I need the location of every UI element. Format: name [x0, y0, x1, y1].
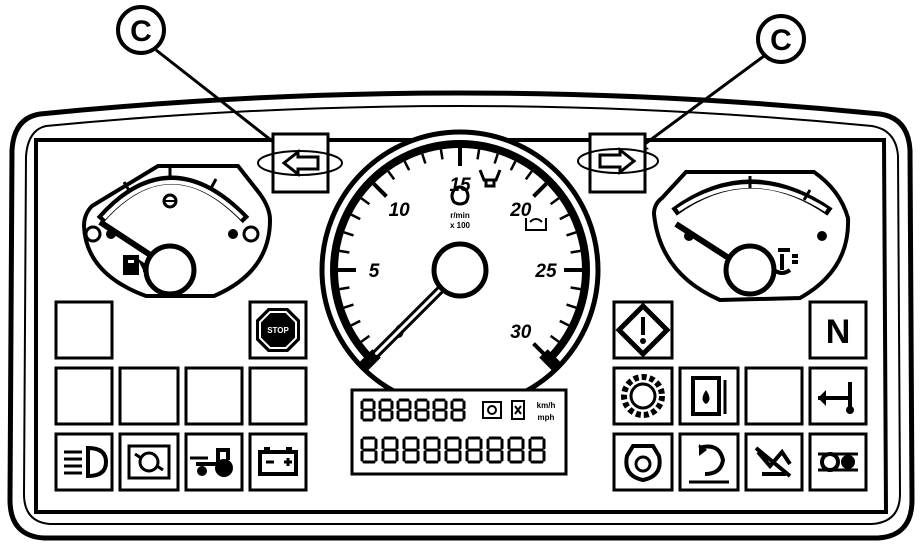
tachometer-tick	[532, 182, 548, 198]
turn-signal-left	[257, 132, 343, 194]
tachometer-tick	[339, 286, 350, 291]
lcd-gear-icon	[511, 400, 525, 420]
lcd-top-digits	[360, 398, 466, 422]
brake-gear-icon	[621, 374, 665, 418]
neutral-indicator	[808, 300, 868, 360]
tachometer-tick	[350, 319, 361, 327]
lcd-bottom-digits	[360, 436, 546, 464]
tachometer-unit-top: r/min	[450, 211, 470, 220]
hydraulic-oil-icon	[691, 376, 727, 416]
fuel-gauge	[81, 164, 273, 298]
left-indicators	[54, 300, 308, 492]
tachometer-tick	[570, 286, 581, 291]
tachometer-tick	[476, 149, 481, 160]
stop-sign-icon: STOP	[256, 308, 300, 352]
pto-engaged-icon	[689, 444, 729, 484]
coolant-temperature-icon	[772, 248, 798, 275]
tachometer-tick	[387, 170, 396, 181]
neutral-letter: N	[826, 313, 851, 351]
tachometer-unit-bottom: x 100	[450, 221, 471, 230]
fuel-pump-icon	[123, 255, 145, 275]
tachometer-tick	[343, 303, 354, 309]
four-wheel-drive-icon	[818, 452, 858, 472]
pto-speed-icon	[525, 218, 547, 231]
tachometer-tick	[403, 160, 411, 171]
warning-diamond-icon	[615, 302, 671, 358]
tachometer-tick	[509, 160, 517, 171]
callout-left-letter: C	[130, 15, 152, 48]
left-turn-arrow-icon	[281, 148, 320, 178]
callout-right-letter: C	[770, 24, 792, 57]
right-indicator-blank	[744, 366, 804, 426]
tachometer-tick	[549, 197, 560, 206]
tachometer: 051015202530 r/min x 100	[319, 129, 601, 411]
tachometer-label: 25	[534, 261, 557, 282]
left-indicator-blank-1	[54, 366, 114, 426]
steering-wheel-icon	[127, 444, 171, 480]
tachometer-tick	[439, 149, 444, 160]
tachometer-tick	[421, 153, 427, 164]
turn-signal-right	[577, 132, 659, 194]
lcd-unit-top: km/h	[537, 401, 556, 410]
tachometer-scale-arc	[330, 140, 590, 362]
coolant-gauge	[651, 170, 851, 303]
air-filter-icon	[624, 444, 662, 483]
tachometer-tick	[360, 334, 371, 343]
stop-sign-label: STOP	[267, 326, 289, 335]
right-turn-arrow-icon	[598, 146, 637, 176]
tachometer-end-cap	[539, 349, 564, 374]
tachometer-tick	[566, 231, 577, 237]
battery-icon	[258, 447, 298, 476]
left-indicator-blank-2	[118, 366, 180, 426]
tachometer-label: 5	[369, 261, 380, 282]
tachometer-label: 10	[389, 200, 411, 221]
tachometer-tick	[559, 319, 570, 327]
callout-left: C	[116, 5, 296, 160]
tachometer-tick	[339, 249, 350, 254]
pto-indicator-icon	[478, 169, 502, 188]
lcd-display: km/h mph	[350, 388, 568, 476]
tachometer-tick	[566, 303, 577, 309]
tachometer-tick	[549, 334, 560, 343]
tachometer-tick	[524, 170, 533, 181]
tachometer-tick	[372, 182, 388, 198]
tachometer-rpm-icon: r/min x 100	[450, 185, 471, 230]
tachometer-tick	[493, 153, 499, 164]
left-indicator-blank-3	[184, 366, 244, 426]
neutral-indicator-icon: N	[826, 313, 851, 351]
tachometer-label: 30	[510, 322, 532, 343]
coolant-level-icon	[818, 382, 854, 414]
transmission-icon	[754, 446, 792, 478]
tachometer-label: 20	[509, 200, 532, 221]
callout-right: C	[628, 14, 806, 156]
tractor-icon	[190, 448, 233, 477]
tachometer-tick	[570, 249, 581, 254]
tachometer-tick	[559, 213, 570, 221]
left-indicator-blank-4	[248, 366, 308, 426]
tachometer-tick	[350, 213, 361, 221]
tachometer-tick	[343, 231, 354, 237]
lcd-pto-icon	[482, 401, 502, 419]
tachometer-scale	[330, 140, 590, 374]
headlight-icon	[64, 445, 109, 479]
lcd-unit-bottom: mph	[538, 413, 555, 422]
left-indicator-blank-top	[54, 300, 114, 360]
tachometer-tick	[360, 197, 371, 206]
